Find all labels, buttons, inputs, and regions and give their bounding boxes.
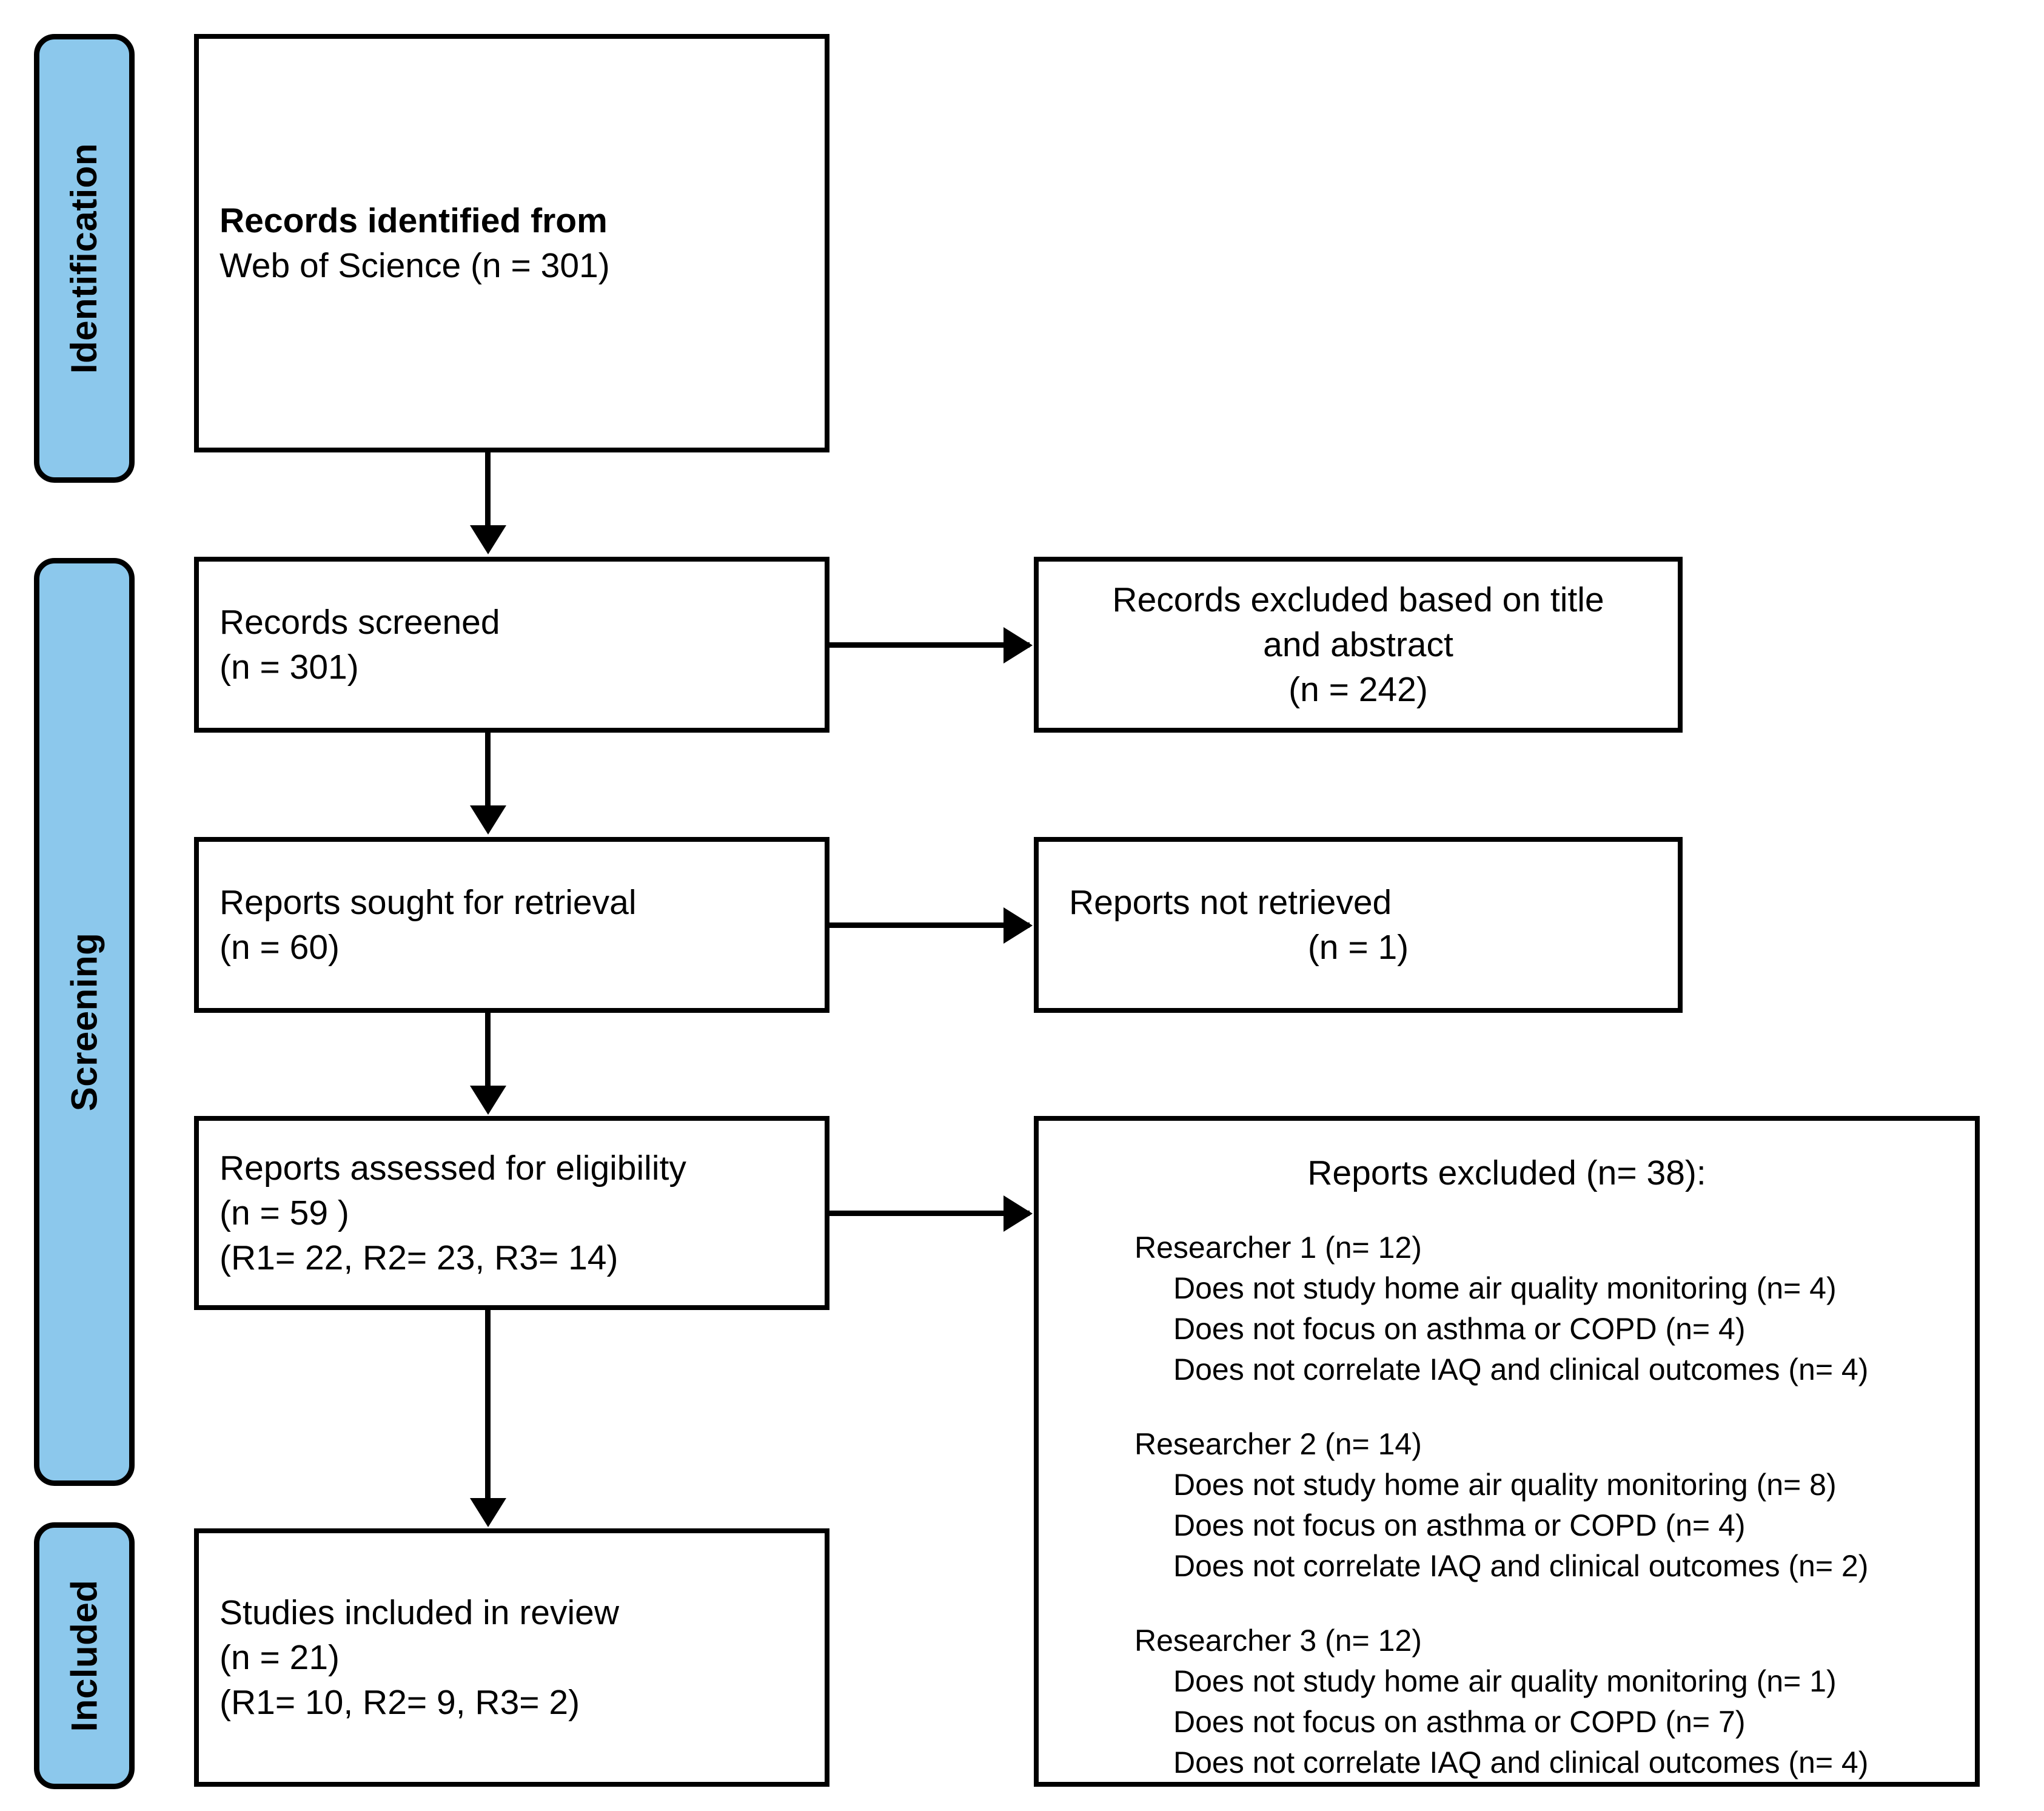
researcher-1-heading: Researcher 1 (n= 12) (1134, 1231, 1422, 1265)
records-excluded-line2: and abstract (1263, 625, 1453, 664)
connector-identified-to-screened (485, 452, 491, 531)
researcher-3-reason-3: Does not correlate IAQ and clinical outc… (1173, 1745, 1869, 1780)
researcher-1-reason-1: Does not study home air quality monitori… (1173, 1271, 1837, 1306)
researcher-3-reason-1: Does not study home air quality monitori… (1173, 1664, 1837, 1699)
arrow-sought-to-not-retrieved (1004, 907, 1033, 944)
arrow-screened-to-excluded (1004, 627, 1033, 664)
records-identified-line2: Web of Science (n = 301) (219, 246, 610, 285)
arrow-assessed-to-reports-excluded (1004, 1195, 1033, 1232)
box-reports-not-retrieved: Reports not retrieved (n = 1) (1034, 837, 1683, 1013)
box-reports-excluded-detail: Reports excluded (n= 38): Researcher 1 (… (1034, 1116, 1980, 1787)
phase-bar-included: Included (34, 1522, 135, 1789)
box-records-excluded-title-abstract: Records excluded based on title and abst… (1034, 557, 1683, 733)
connector-assessed-to-included (485, 1310, 491, 1504)
reports-sought-line2: (n = 60) (219, 928, 340, 967)
phase-label-screening: Screening (64, 932, 105, 1112)
arrow-screened-to-sought (470, 805, 506, 835)
phase-bar-screening: Screening (34, 558, 135, 1486)
records-screened-line1: Records screened (219, 602, 500, 642)
records-identified-line1: Records identified from (219, 201, 608, 240)
phase-label-included: Included (64, 1579, 104, 1732)
phase-bar-identification: Identification (34, 34, 135, 483)
reports-sought-line1: Reports sought for retrieval (219, 882, 637, 922)
connector-assessed-to-reports-excluded (829, 1211, 1030, 1216)
reports-assessed-line2: (n = 59 ) (219, 1193, 349, 1232)
connector-screened-to-sought (485, 733, 491, 811)
box-records-identified: Records identified from Web of Science (… (194, 34, 829, 452)
connector-sought-to-not-retrieved (829, 922, 1030, 928)
reports-assessed-line1: Reports assessed for eligibility (219, 1148, 686, 1188)
studies-included-line1: Studies included in review (219, 1593, 620, 1632)
studies-included-line3: (R1= 10, R2= 9, R3= 2) (219, 1683, 580, 1722)
connector-sought-to-assessed (485, 1013, 491, 1092)
studies-included-line2: (n = 21) (219, 1638, 340, 1677)
box-reports-sought: Reports sought for retrieval (n = 60) (194, 837, 829, 1013)
researcher-3-reason-2: Does not focus on asthma or COPD (n= 7) (1173, 1705, 1746, 1739)
box-studies-included: Studies included in review (n = 21) (R1=… (194, 1528, 829, 1787)
researcher-2-reason-3: Does not correlate IAQ and clinical outc… (1173, 1549, 1869, 1584)
reports-assessed-line3: (R1= 22, R2= 23, R3= 14) (219, 1238, 618, 1278)
researcher-group: Researcher 1 (n= 12) Does not study home… (1063, 1228, 1951, 1390)
researcher-1-reason-2: Does not focus on asthma or COPD (n= 4) (1173, 1312, 1746, 1346)
box-reports-assessed: Reports assessed for eligibility (n = 59… (194, 1116, 829, 1310)
arrow-identified-to-screened (470, 525, 506, 554)
arrow-sought-to-assessed (470, 1086, 506, 1115)
researcher-1-reason-3: Does not correlate IAQ and clinical outc… (1173, 1352, 1869, 1387)
reports-excluded-title: Reports excluded (n= 38): (1307, 1154, 1706, 1192)
researcher-group: Researcher 3 (n= 12) Does not study home… (1063, 1621, 1951, 1783)
researcher-2-heading: Researcher 2 (n= 14) (1134, 1427, 1422, 1462)
researcher-2-reason-2: Does not focus on asthma or COPD (n= 4) (1173, 1508, 1746, 1543)
researcher-3-heading: Researcher 3 (n= 12) (1134, 1624, 1422, 1658)
reports-not-retrieved-line2: (n = 1) (1307, 928, 1409, 967)
box-records-screened: Records screened (n = 301) (194, 557, 829, 733)
phase-label-identification: Identification (64, 143, 104, 374)
reports-not-retrieved-line1: Reports not retrieved (1069, 882, 1392, 922)
records-excluded-line1: Records excluded based on title (1112, 580, 1604, 619)
researcher-group: Researcher 2 (n= 14) Does not study home… (1063, 1424, 1951, 1587)
connector-screened-to-excluded (829, 642, 1030, 648)
researcher-2-reason-1: Does not study home air quality monitori… (1173, 1468, 1837, 1502)
records-screened-line2: (n = 301) (219, 648, 359, 687)
arrow-assessed-to-included (470, 1498, 506, 1527)
records-excluded-line3: (n = 242) (1288, 670, 1428, 710)
